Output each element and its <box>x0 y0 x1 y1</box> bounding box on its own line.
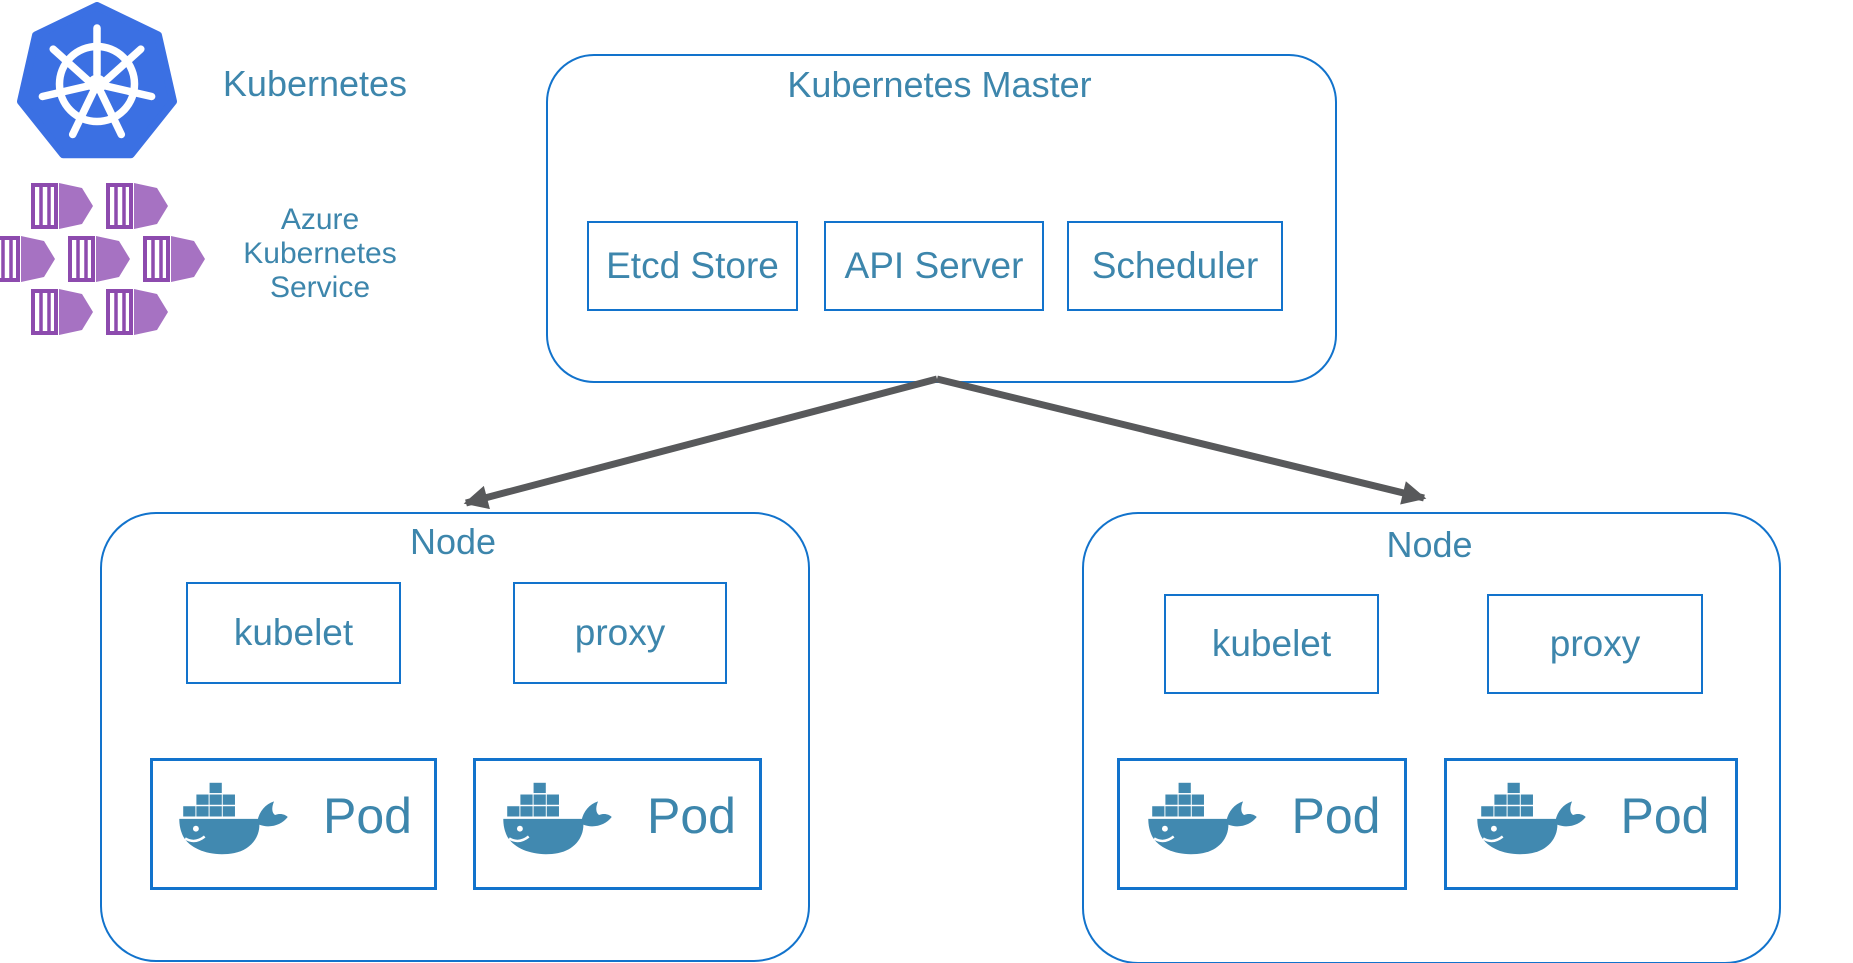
aks-label: Azure Kubernetes Service <box>210 203 430 305</box>
aks-label-line2: Kubernetes <box>243 237 397 270</box>
pod-box: Pod <box>1444 758 1738 890</box>
pod-box: Pod <box>473 758 762 890</box>
proxy-label: proxy <box>574 612 666 653</box>
etcd-store-label: Etcd Store <box>606 245 779 286</box>
api-server-label: API Server <box>844 245 1024 286</box>
kubelet-box-left: kubelet <box>186 582 401 684</box>
proxy-label: proxy <box>1549 623 1641 664</box>
docker-whale-icon <box>499 774 617 858</box>
docker-whale-icon <box>1473 774 1591 858</box>
aks-label-line3: Service <box>269 271 371 304</box>
kubelet-label: kubelet <box>233 612 354 653</box>
node-title-right: Node <box>1386 524 1473 565</box>
scheduler-box: Scheduler <box>1067 221 1283 311</box>
pod-box: Pod <box>1117 758 1407 890</box>
pod-label: Pod <box>1291 788 1381 844</box>
pod-label: Pod <box>647 788 736 844</box>
aks-label-line1: Azure <box>280 203 360 236</box>
scheduler-label: Scheduler <box>1091 245 1259 286</box>
kubelet-box-right: kubelet <box>1164 594 1379 694</box>
node-title-left: Node <box>409 521 497 562</box>
kubernetes-logo-icon <box>14 2 180 168</box>
proxy-box-left: proxy <box>513 582 727 684</box>
pod-label: Pod <box>1620 788 1710 844</box>
pod-label: Pod <box>323 788 412 844</box>
etcd-store-box: Etcd Store <box>587 221 798 311</box>
node-box-right <box>1082 512 1781 963</box>
node-box-left <box>100 512 810 962</box>
api-server-box: API Server <box>824 221 1044 311</box>
docker-whale-icon <box>175 774 293 858</box>
proxy-box-right: proxy <box>1487 594 1703 694</box>
kubernetes-label: Kubernetes <box>222 63 408 104</box>
pod-box: Pod <box>150 758 437 890</box>
master-title: Kubernetes Master <box>787 64 1092 105</box>
docker-whale-icon <box>1144 774 1262 858</box>
kubelet-label: kubelet <box>1211 623 1332 664</box>
